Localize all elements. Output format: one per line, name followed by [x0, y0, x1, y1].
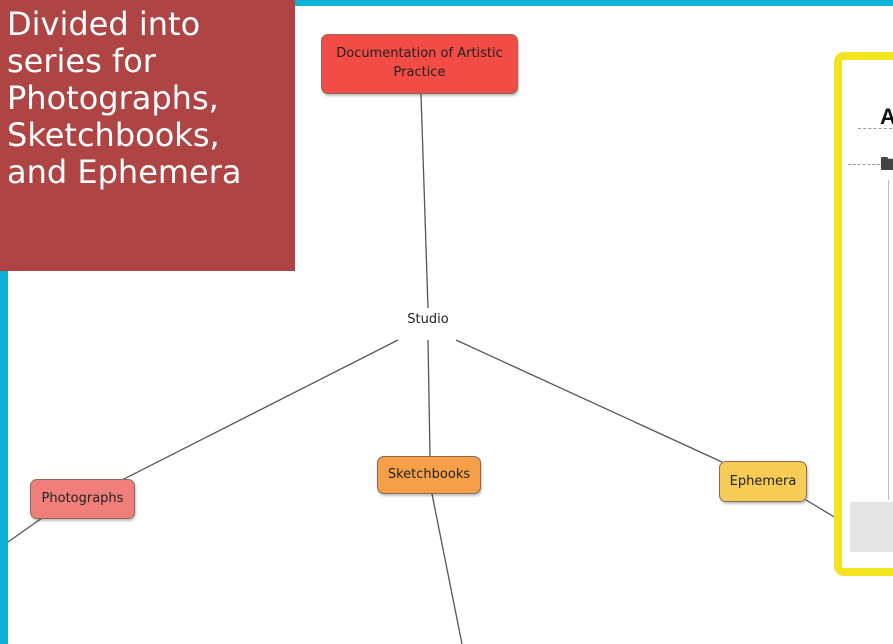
panel-heading-letter: A [880, 104, 893, 130]
node-sketchbooks-label: Sketchbooks [387, 467, 471, 482]
panel-tree-line [888, 180, 889, 500]
callout-line: Divided into [7, 5, 201, 43]
node-photographs-label: Photographs [41, 491, 124, 506]
node-documentation-line: Documentation of Artistic [336, 46, 503, 61]
node-photographs[interactable]: Photographs [30, 479, 135, 519]
panel-tree-connector [848, 164, 880, 165]
node-documentation[interactable]: Documentation of Artistic Practice [321, 34, 518, 94]
link-ephemera-out [805, 499, 837, 519]
panel-divider [858, 128, 893, 129]
folder-icon[interactable]: 🖿 [880, 152, 893, 182]
callout-box: Divided into series for Photographs, Ske… [0, 0, 295, 271]
frame-top-border [0, 0, 893, 6]
link-studio-photographs [117, 339, 399, 483]
node-studio[interactable]: Studio [407, 312, 449, 327]
frame-left-border [0, 0, 8, 644]
node-ephemera[interactable]: Ephemera [719, 461, 807, 502]
callout-line: Photographs, [7, 79, 219, 117]
link-studio-ephemera [455, 339, 723, 463]
node-sketchbooks[interactable]: Sketchbooks [377, 456, 481, 494]
callout-line: Sketchbooks, [7, 116, 220, 154]
callout-line: and Ephemera [7, 153, 242, 191]
link-photographs-out [7, 517, 43, 543]
highlighted-panel: A 🖿 [834, 52, 893, 576]
panel-scroll-bar[interactable] [850, 502, 893, 552]
node-documentation-line: Practice [393, 65, 446, 80]
link-studio-sketchbooks [427, 339, 431, 457]
callout-line: series for [7, 42, 156, 80]
link-studio-documentation [420, 93, 429, 309]
node-ephemera-label: Ephemera [729, 474, 797, 489]
link-sketchbooks-out [431, 493, 463, 644]
